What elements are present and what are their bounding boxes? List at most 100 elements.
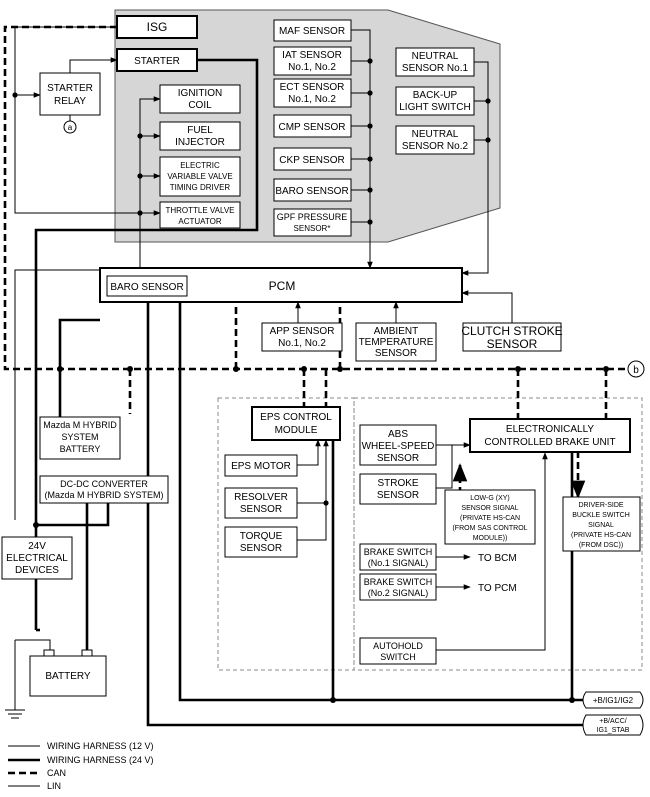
pwr-stab-tag [582,714,644,736]
neutral1-box [395,47,475,77]
resolver-label-1: RESOLVER [234,492,288,503]
clutch-box [462,322,562,352]
ignition-coil-label-1: IGNITION [178,88,222,99]
app-label-1: APP SENSOR [270,326,335,337]
battery-box [29,655,107,697]
ambient-label-2: TEMPERATURE [359,337,434,348]
legend-w24-label: WIRING HARNESS (24 V) [47,755,154,765]
starter-relay-label-1: STARTER [47,83,93,94]
buckle-label-4: (PRIVATE HS-CAN [571,532,631,539]
wire-torque [297,503,327,541]
buckle-label-2: BUCKLE SWITCH [572,512,630,519]
stroke-label-1: STROKE [377,478,418,489]
devices-24v-label-3: DEVICES [15,565,59,576]
neutral2-box [395,125,475,155]
eps-control-label-1: EPS CONTROL [260,412,332,423]
gpf-label-2: SENSOR* [294,224,331,233]
evvt-label-1: ELECTRIC [180,161,220,170]
legend: WIRING HARNESS (12 V) WIRING HARNESS (24… [8,741,154,791]
lowg-label-5: MODULE)) [473,535,508,542]
wire-resolver [297,439,329,504]
hybrid-battery-label-3: BATTERY [60,444,101,454]
ambient-label-1: AMBIENT [374,326,418,337]
iat-box [273,46,352,76]
backup-box [395,86,475,116]
ignition-coil-label-2: COIL [188,100,212,111]
dcdc-box [39,475,169,504]
hybrid-battery-box [39,416,121,460]
to-pcm-label: TO PCM [478,583,517,594]
torque-label-1: TORQUE [240,531,283,542]
ground-icon [5,709,25,719]
battery-pos-terminal [81,649,93,657]
lowg-box [444,489,536,545]
pwr-stab-label-1: +B/ACC/ [599,718,626,725]
wire-stroke [436,445,453,489]
starter-relay-label-2: RELAY [54,96,86,107]
battery-label: BATTERY [45,671,91,682]
eps-control-label-2: MODULE [275,425,318,436]
evvt-box [159,156,241,197]
devices-24v-box [1,536,73,580]
ambient-box [355,322,437,362]
junction-dots [12,58,609,703]
ckp-label: CKP SENSOR [279,155,344,166]
pcm-baro-label: BARO SENSOR [110,282,183,293]
brake1-box [359,543,437,571]
dcdc-label-1: DC-DC CONVERTER [60,479,148,489]
ebcu-label-2: CONTROLLED BRAKE UNIT [484,437,615,448]
throttle-label-1: THROTTLE VALVE [165,206,234,215]
app-box [261,322,343,352]
brake1-label-1: BRAKE SWITCH [364,547,433,557]
wire-clutch [461,290,513,323]
hybrid-battery-label-2: SYSTEM [61,432,98,442]
baro-label: BARO SENSOR [275,186,348,197]
stroke-label-2: SENSOR [377,490,419,501]
torque-label-2: SENSOR [240,543,282,554]
abs-label-1: ABS [388,429,408,440]
pwr-stab-label-2: IG1_STAB [597,727,630,734]
gpf-box [273,208,352,237]
starter-label: STARTER [134,56,180,67]
ref-b-circle [627,360,645,378]
abs-label-3: SENSOR [377,453,419,464]
abs-box [359,424,437,466]
hybrid-battery-label-1: Mazda M HYBRID [43,420,117,430]
brake2-box [359,573,437,601]
ckp-box [273,147,352,171]
starter-relay-box [39,72,101,116]
wire-sensor-taps [351,60,370,223]
devices-24v-label-1: 24V [28,541,46,552]
evvt-label-2: VARIABLE VALVE [167,172,232,181]
wire-epsmotor [297,439,321,466]
fuel-injector-label-1: FUEL [187,125,213,136]
power-24v-starter [34,58,259,630]
resolver-label-2: SENSOR [240,504,282,515]
wire-24v [14,269,100,520]
backup-label-2: LIGHT SWITCH [399,102,470,113]
starter-box [116,48,198,72]
throttle-box [159,201,241,229]
to-bcm-label: TO BCM [478,553,517,564]
devices-24v-label-2: ELECTRICAL [6,553,68,564]
neutral2-label-2: SENSOR No.2 [402,141,469,152]
clutch-label-1: CLUTCH STROKE [461,324,562,338]
buckle-label-1: DRIVER-SIDE [578,502,623,509]
ignition-coil-box [159,84,241,114]
lowg-label-1: LOW-G (XY) [470,495,510,502]
wire-relay-starter [69,57,118,73]
pcm-label: PCM [269,279,296,293]
lowg-label-3: (PRIVATE HS-CAN [460,515,520,522]
battery-neg-terminal [43,649,55,657]
isg-label: ISG [147,20,168,34]
legend-w12-label: WIRING HARNESS (12 V) [47,741,154,751]
ect-label-1: ECT SENSOR [280,82,345,93]
wire-isg [14,26,160,214]
abs-label-2: WHEEL-SPEED [362,441,435,452]
fuel-injector-label-2: INJECTOR [175,137,225,148]
buckle-box [562,496,641,552]
autohold-label-1: AUTOHOLD [373,641,423,651]
maf-box [273,19,352,42]
iat-label-1: IAT SENSOR [282,50,342,61]
